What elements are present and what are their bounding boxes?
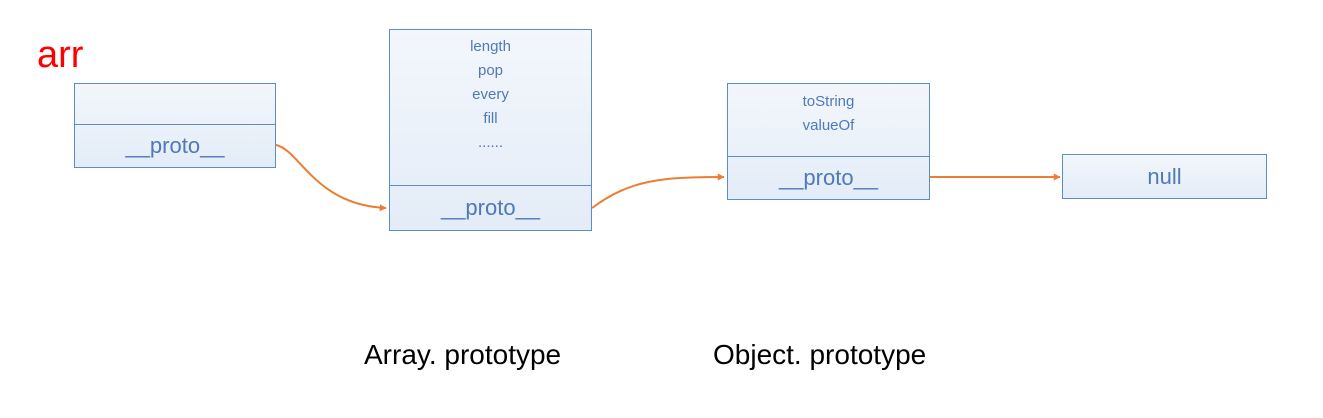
- arr-empty-cell: [75, 84, 275, 124]
- array-prototype-properties: length pop every fill ......: [390, 35, 591, 185]
- arrow-arr-to-array-prototype: [275, 144, 387, 212]
- null-label: null: [1147, 163, 1182, 189]
- property-length: length: [470, 38, 511, 55]
- arrow-array-prototype-to-object-prototype: [591, 173, 725, 209]
- property-ellipsis: ......: [477, 134, 503, 151]
- arr-object-box: __proto__: [74, 83, 276, 168]
- property-pop: pop: [477, 62, 504, 79]
- object-prototype-proto-label: __proto__: [778, 165, 879, 190]
- object-prototype-caption: Object. prototype: [713, 339, 927, 370]
- array-prototype-caption: Array. prototype: [364, 339, 562, 370]
- property-fill: fill: [483, 110, 498, 127]
- array-prototype-box: length pop every fill ...... __proto__: [389, 29, 592, 231]
- property-valueof: valueOf: [802, 117, 855, 134]
- object-prototype-box: toString valueOf __proto__: [727, 83, 930, 200]
- array-prototype-proto-label: __proto__: [440, 195, 541, 220]
- null-cell: null: [1063, 155, 1266, 198]
- arr-label: arr: [37, 34, 84, 76]
- property-every: every: [472, 86, 509, 103]
- object-prototype-proto-cell: __proto__: [728, 156, 929, 199]
- array-prototype-proto-cell: __proto__: [390, 185, 591, 230]
- null-box: null: [1062, 154, 1267, 199]
- object-prototype-properties: toString valueOf: [728, 90, 929, 156]
- property-tostring: toString: [802, 93, 855, 110]
- arr-proto-cell: __proto__: [75, 124, 275, 167]
- arr-proto-label: __proto__: [125, 133, 225, 158]
